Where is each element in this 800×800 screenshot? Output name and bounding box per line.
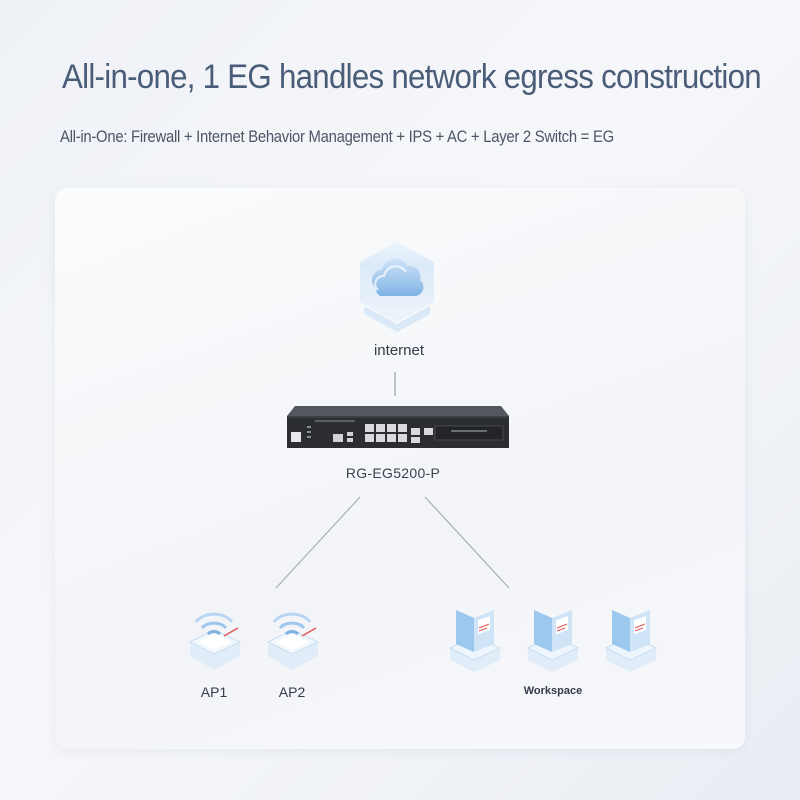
ap1-label: AP1: [200, 684, 228, 700]
workspace-label: Workspace: [523, 685, 583, 697]
ap2-label: AP2: [278, 684, 306, 700]
page-title: All-in-one, 1 EG handles network egress …: [62, 58, 762, 96]
wifi-ap-icon: [188, 612, 242, 670]
line-device-to-ap: [275, 496, 361, 589]
line-device-to-workspace: [424, 496, 510, 589]
workspace-icon: [604, 610, 658, 672]
wifi-ap-icon: [266, 612, 320, 670]
workspace-icon: [448, 610, 502, 672]
page-subtitle: All-in-One: Firewall + Internet Behavior…: [60, 128, 614, 146]
gateway-device-icon: [287, 406, 509, 448]
workspace-icon: [526, 610, 580, 672]
internet-label: internet: [373, 342, 425, 359]
cloud-icon: [360, 242, 434, 332]
device-label: RG-EG5200-P: [345, 465, 441, 481]
